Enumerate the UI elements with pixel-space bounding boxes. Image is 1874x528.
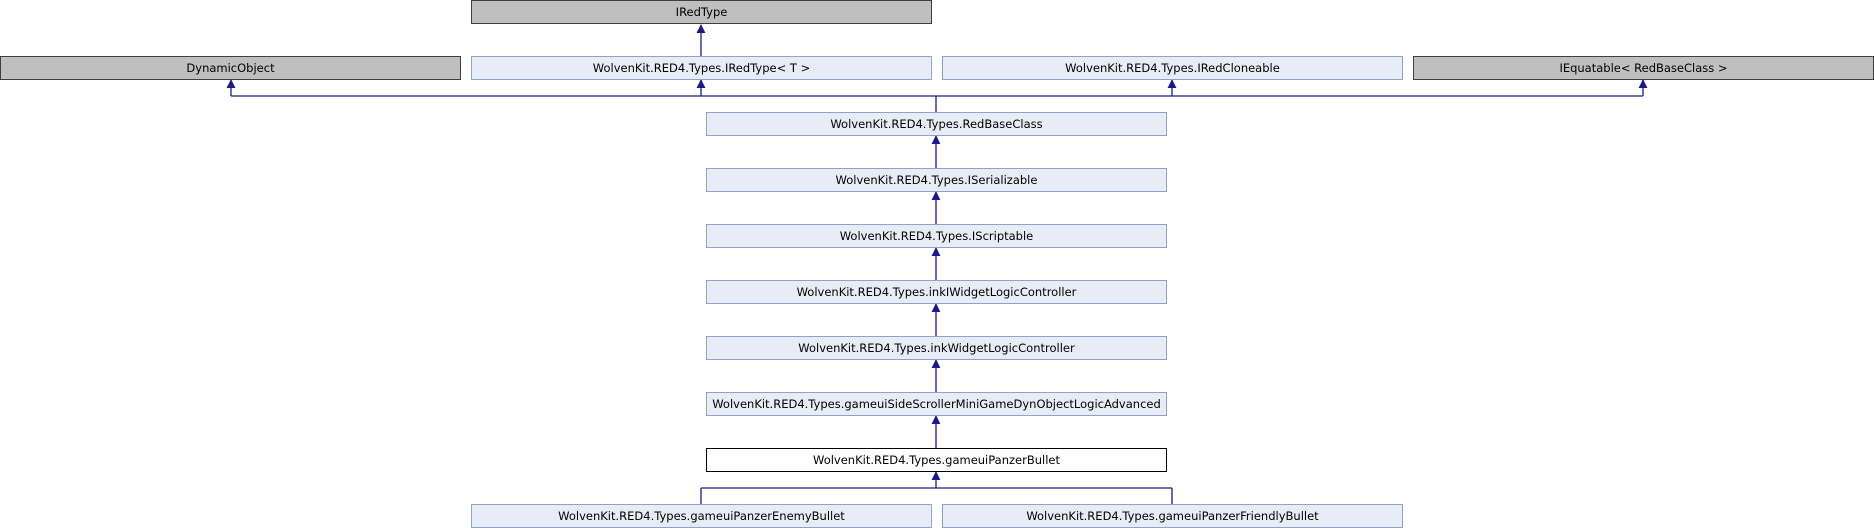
class-node-iredtype-generic[interactable]: WolvenKit.RED4.Types.IRedType< T >: [471, 56, 932, 80]
class-node-iequatable: IEquatable< RedBaseClass >: [1413, 56, 1874, 80]
class-node-iredcloneable[interactable]: WolvenKit.RED4.Types.IRedCloneable: [942, 56, 1403, 80]
class-node-panzerbullet: WolvenKit.RED4.Types.gameuiPanzerBullet: [706, 448, 1167, 472]
class-node-dynamic-object: DynamicObject: [0, 56, 461, 80]
class-node-sidescroller-dynobject[interactable]: WolvenKit.RED4.Types.gameuiSideScrollerM…: [706, 392, 1167, 416]
class-node-panzerenemybullet[interactable]: WolvenKit.RED4.Types.gameuiPanzerEnemyBu…: [471, 504, 932, 528]
class-node-inkiwidgetlogiccontroller[interactable]: WolvenKit.RED4.Types.inkIWidgetLogicCont…: [706, 280, 1167, 304]
class-node-panzerfriendlybullet[interactable]: WolvenKit.RED4.Types.gameuiPanzerFriendl…: [942, 504, 1403, 528]
class-node-redbaseclass[interactable]: WolvenKit.RED4.Types.RedBaseClass: [706, 112, 1167, 136]
class-node-inkwidgetlogiccontroller[interactable]: WolvenKit.RED4.Types.inkWidgetLogicContr…: [706, 336, 1167, 360]
class-node-iredtype: IRedType: [471, 0, 932, 24]
class-node-iserializable[interactable]: WolvenKit.RED4.Types.ISerializable: [706, 168, 1167, 192]
class-node-iscriptable[interactable]: WolvenKit.RED4.Types.IScriptable: [706, 224, 1167, 248]
